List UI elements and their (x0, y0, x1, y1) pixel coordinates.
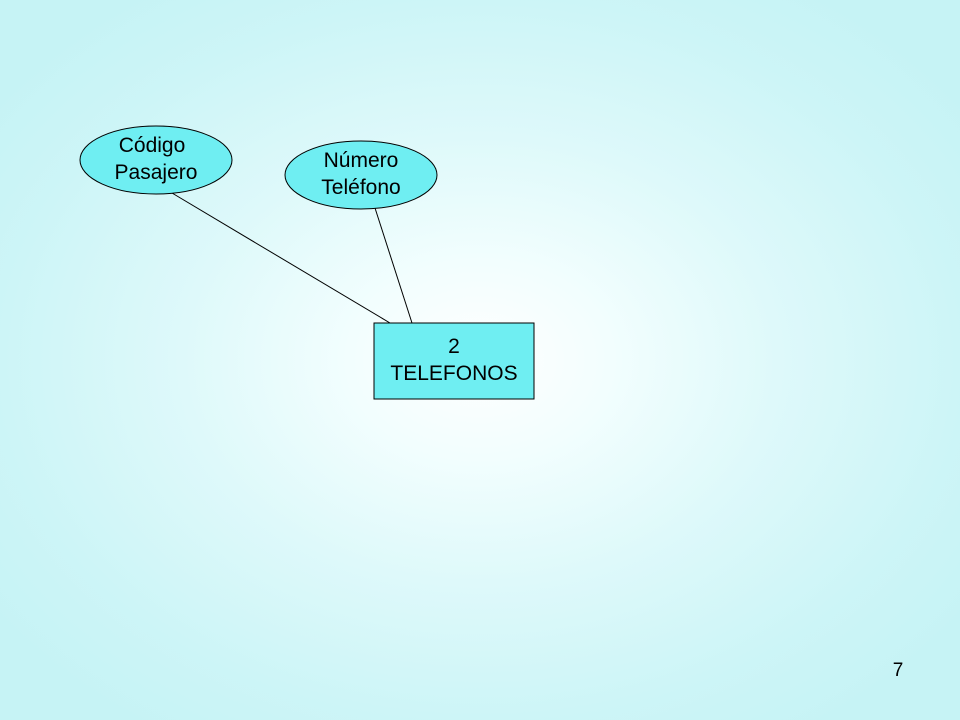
entity-telefonos-line-2: TELEFONOS (390, 362, 518, 385)
attribute-codigo-pasajero-line-2: Pasajero (114, 161, 198, 184)
attribute-numero-telefono-shape (284, 140, 438, 210)
entity-telefonos-line-1: 2 (448, 335, 460, 358)
connector-numero-telefono (374, 207, 413, 324)
attribute-numero-telefono-label: Número Teléfono (285, 147, 437, 201)
entity-telefonos-shape (373, 322, 535, 400)
attribute-codigo-pasajero-shape (79, 125, 233, 195)
attribute-codigo-pasajero-line-1: Código (118, 134, 186, 157)
attribute-numero-telefono-line-1: Número (323, 149, 399, 172)
attribute-numero-telefono-line-2: Teléfono (321, 176, 401, 199)
page-number: 7 (892, 660, 904, 681)
connector-codigo-pasajero (171, 192, 391, 324)
attribute-codigo-pasajero-label: Código Pasajero (80, 132, 232, 186)
entity-telefonos-label: 2 TELEFONOS (374, 333, 534, 387)
